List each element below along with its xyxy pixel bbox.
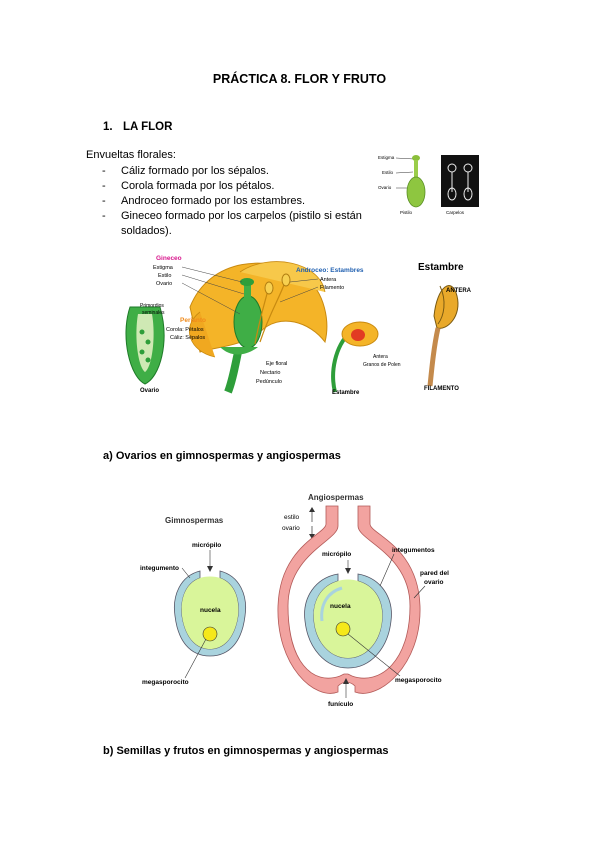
stamen-antera: ANTERA (446, 288, 472, 294)
label-androceo: Androceo: Estambres (296, 267, 364, 274)
bullet-text: Corola formada por los pétalos. (121, 180, 275, 192)
label-ovario-section: Ovario (140, 388, 159, 394)
gimno-nucela: nucela (200, 607, 221, 614)
label-nectario: Nectario (260, 370, 280, 376)
angio-funiculo: funículo (328, 701, 353, 708)
pistil-drawing (406, 155, 426, 208)
angio-ovario: ovario (282, 525, 300, 532)
label-a-antera: Antera (320, 277, 337, 283)
gimno-integumento: integumento (140, 565, 179, 572)
label-a-filamento: Filamento (320, 285, 344, 291)
label-corola: Corola: Pétalos (166, 327, 204, 333)
gimno-megasporocito: megasporocito (142, 679, 189, 686)
ovule-diagram: Gimnospermas nucela micrópilo integument… (140, 493, 449, 708)
small-stamen (331, 321, 379, 393)
label-gineceo: Gineceo (156, 255, 182, 262)
label-eje: Eje floral (266, 361, 287, 367)
ovary-wall (277, 505, 421, 694)
stamen-figure: Estambre ANTERA FILAMENTO (418, 262, 472, 392)
angio-estilo: estilo (284, 514, 300, 521)
stamen-title: Estambre (418, 262, 464, 273)
label-granos: Granos de Polen (363, 362, 401, 368)
angio-nucela: nucela (330, 603, 351, 610)
section-title: LA FLOR (123, 121, 173, 133)
label-estilo: Estilo (382, 170, 394, 175)
gymnosperm-ovule (173, 570, 247, 657)
pistil-carpel-figure: Estigma Estilo Ovario Pistilo Carpelos (378, 155, 479, 215)
stamen-filamento: FILAMENTO (424, 386, 459, 392)
angio-integumentos: integumentos (392, 547, 435, 554)
gimno-micropilo: micrópilo (192, 542, 221, 549)
bullet-text: Androceo formado por los estambres. (121, 195, 306, 207)
angiospermas-title: Angiospermas (308, 493, 364, 502)
carpel-drawing (447, 163, 473, 201)
label-g-estilo: Estilo (158, 273, 171, 279)
page-title: PRÁCTICA 8. FLOR Y FRUTO (212, 72, 387, 86)
ovary-section (125, 306, 165, 385)
label-perianto: Perianto (180, 317, 206, 324)
label-caliz: Cáliz: Sépalos (170, 335, 205, 341)
flower-diagram: Ovario Primordios seminales Estambre Ant… (125, 255, 401, 396)
label-ovario: Ovario (378, 185, 392, 190)
subsection-a-heading: a) Ovarios en gimnospermas y angiosperma… (103, 450, 341, 462)
subsection-b-heading: b) Semillas y frutos en gimnospermas y a… (103, 745, 389, 757)
caption-pistilo: Pistilo (400, 210, 413, 215)
label-estambre-small: Estambre (332, 390, 360, 396)
flower-pistil (220, 278, 263, 394)
section-number: 1. (103, 121, 113, 133)
bullet-dash: - (102, 210, 106, 222)
angio-pared: pared del (420, 570, 449, 577)
angio-megasporocito: megasporocito (395, 677, 442, 684)
envolturas-label: Envueltas florales: (86, 149, 176, 161)
bullet-dash: - (102, 165, 106, 177)
angio-pared-ovario: ovario (424, 579, 444, 586)
label-antera-small: Antera (373, 354, 388, 360)
gimnospermas-title: Gimnospermas (165, 516, 224, 525)
bullet-dash: - (102, 180, 106, 192)
bullet-text: Cáliz formado por los sépalos. (121, 165, 269, 177)
angio-micropilo: micrópilo (322, 551, 351, 558)
label-estigma: Estigma (378, 155, 395, 160)
caption-carpelos: Carpelos (446, 210, 465, 215)
label-g-ovario: Ovario (156, 281, 172, 287)
label-pedunculo: Pedúnculo (256, 379, 282, 385)
section-heading-la-flor: 1. LA FLOR (103, 121, 172, 133)
angiosperm-ovule (304, 573, 392, 669)
label-primordios: Primordios (140, 303, 164, 309)
label-seminales: seminales (142, 310, 165, 316)
bullet-text: Gineceo formado por los carpelos (pistil… (121, 210, 362, 237)
bullet-dash: - (102, 195, 106, 207)
label-g-estigma: Estigma (153, 265, 174, 271)
